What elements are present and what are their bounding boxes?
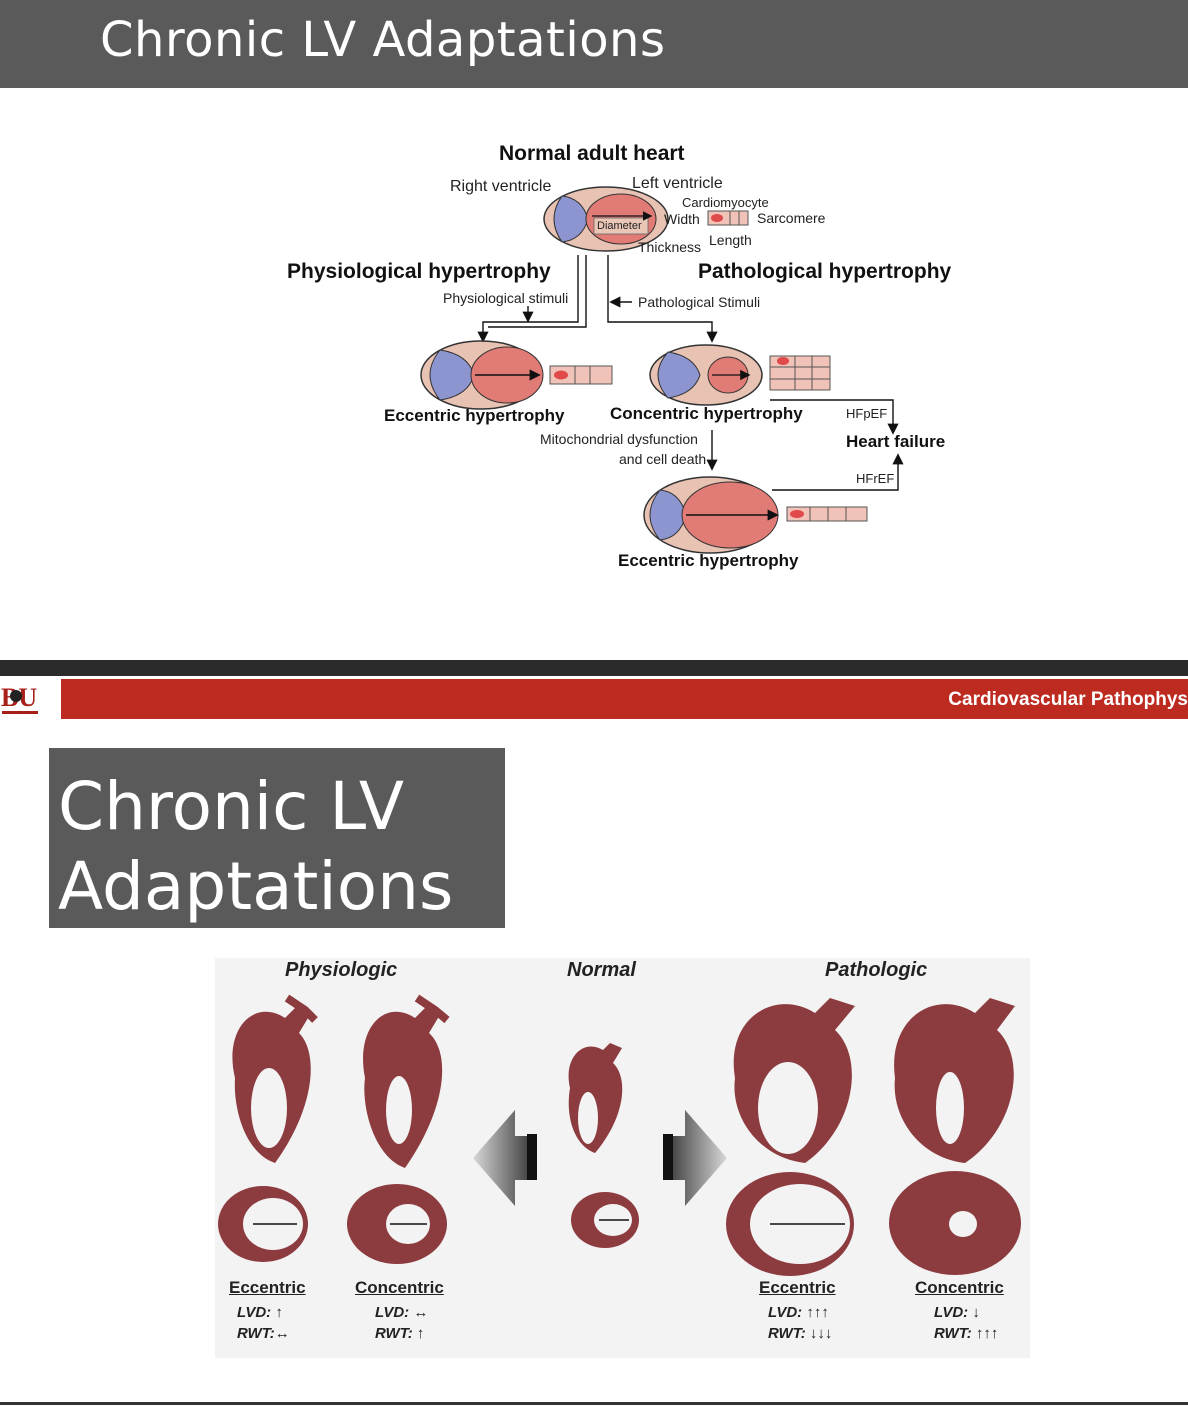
item-4-label: Concentric: [915, 1278, 1004, 1298]
pathologic-heading: Pathologic: [825, 959, 927, 982]
item-3-rwt: RWT: ↓↓↓: [768, 1325, 832, 1342]
bottom-rule: [0, 1402, 1188, 1405]
diameter-label: Diameter: [597, 220, 642, 232]
item-1-label: Eccentric: [229, 1278, 306, 1298]
eccentric-patho-heart-graphic: [644, 477, 867, 553]
eccentric-hypertrophy-label-2: Eccentric hypertrophy: [618, 551, 798, 571]
item-1-lvd: LVD: ↑: [237, 1304, 283, 1321]
normal-cardiomyocyte-graphic: [708, 211, 748, 225]
item-1-rwt: RWT:↔: [237, 1325, 290, 1342]
item-3-lvd: LVD: ↑↑↑: [768, 1304, 829, 1321]
item-4-rwt: RWT: ↑↑↑: [934, 1325, 998, 1342]
item-2-lvd: LVD: ↔: [375, 1304, 428, 1321]
right-ventricle-label: Right ventricle: [450, 178, 551, 196]
left-ventricle-label: Left ventricle: [632, 175, 723, 193]
cardiomyocyte-label: Cardiomyocyte: [682, 195, 769, 210]
length-label: Length: [709, 232, 752, 248]
normal-heading: Normal: [567, 959, 636, 982]
heart-pathologic-eccentric: [734, 998, 855, 1163]
width-label: Width: [664, 211, 700, 227]
arrow-left-icon: [473, 1110, 537, 1206]
item-2-rwt: RWT: ↑: [375, 1325, 424, 1342]
eccentric-physio-heart-graphic: [421, 341, 612, 409]
heart-physiologic-eccentric: [232, 998, 315, 1163]
eccentric-hypertrophy-label: Eccentric hypertrophy: [384, 406, 564, 426]
cross-section-pathologic-concentric: [889, 1171, 1021, 1275]
mitochondrial-label: Mitochondrial dysfunction: [540, 431, 698, 447]
concentric-heart-graphic: [650, 345, 830, 405]
item-2-label: Concentric: [355, 1278, 444, 1298]
physiological-heading: Physiological hypertrophy: [287, 260, 551, 284]
physiological-stimuli-label: Physiological stimuli: [443, 290, 568, 306]
course-title: Cardiovascular Pathophys: [948, 689, 1188, 711]
heart-normal: [569, 1043, 623, 1153]
university-logo: BU: [0, 680, 40, 718]
heart-pathologic-concentric: [894, 998, 1015, 1163]
item-3-label: Eccentric: [759, 1278, 836, 1298]
item-4-lvd: LVD: ↓: [934, 1304, 980, 1321]
slide-divider: [0, 660, 1188, 676]
cross-section-pathologic-eccentric: [726, 1172, 854, 1276]
slide-title: Chronic LV Adaptations: [100, 12, 665, 68]
slide-title-line-1: Chronic LV: [58, 768, 404, 845]
concentric-hypertrophy-label: Concentric hypertrophy: [610, 404, 803, 424]
arrow-right-icon: [663, 1110, 727, 1206]
slide-title-line-2: Adaptations: [58, 848, 453, 925]
hfref-label: HFrEF: [856, 471, 894, 486]
thickness-label: Thickness: [638, 239, 701, 255]
pathological-stimuli-label: Pathological Stimuli: [638, 294, 760, 310]
heart-physiologic-concentric: [363, 998, 447, 1168]
cross-section-normal: [571, 1192, 639, 1248]
pathological-heading: Pathological hypertrophy: [698, 260, 951, 284]
hypertrophy-diagram: [0, 88, 1188, 648]
hearts-illustration: [215, 958, 1030, 1358]
cross-section-physiologic-concentric: [347, 1184, 447, 1264]
sarcomere-label: Sarcomere: [757, 210, 825, 226]
cross-section-physiologic-eccentric: [218, 1186, 308, 1262]
cell-death-label: and cell death: [619, 451, 706, 467]
normal-heart-heading: Normal adult heart: [499, 142, 685, 166]
heart-failure-label: Heart failure: [846, 432, 945, 452]
physiologic-heading: Physiologic: [285, 959, 397, 982]
hfpef-label: HFpEF: [846, 406, 887, 421]
